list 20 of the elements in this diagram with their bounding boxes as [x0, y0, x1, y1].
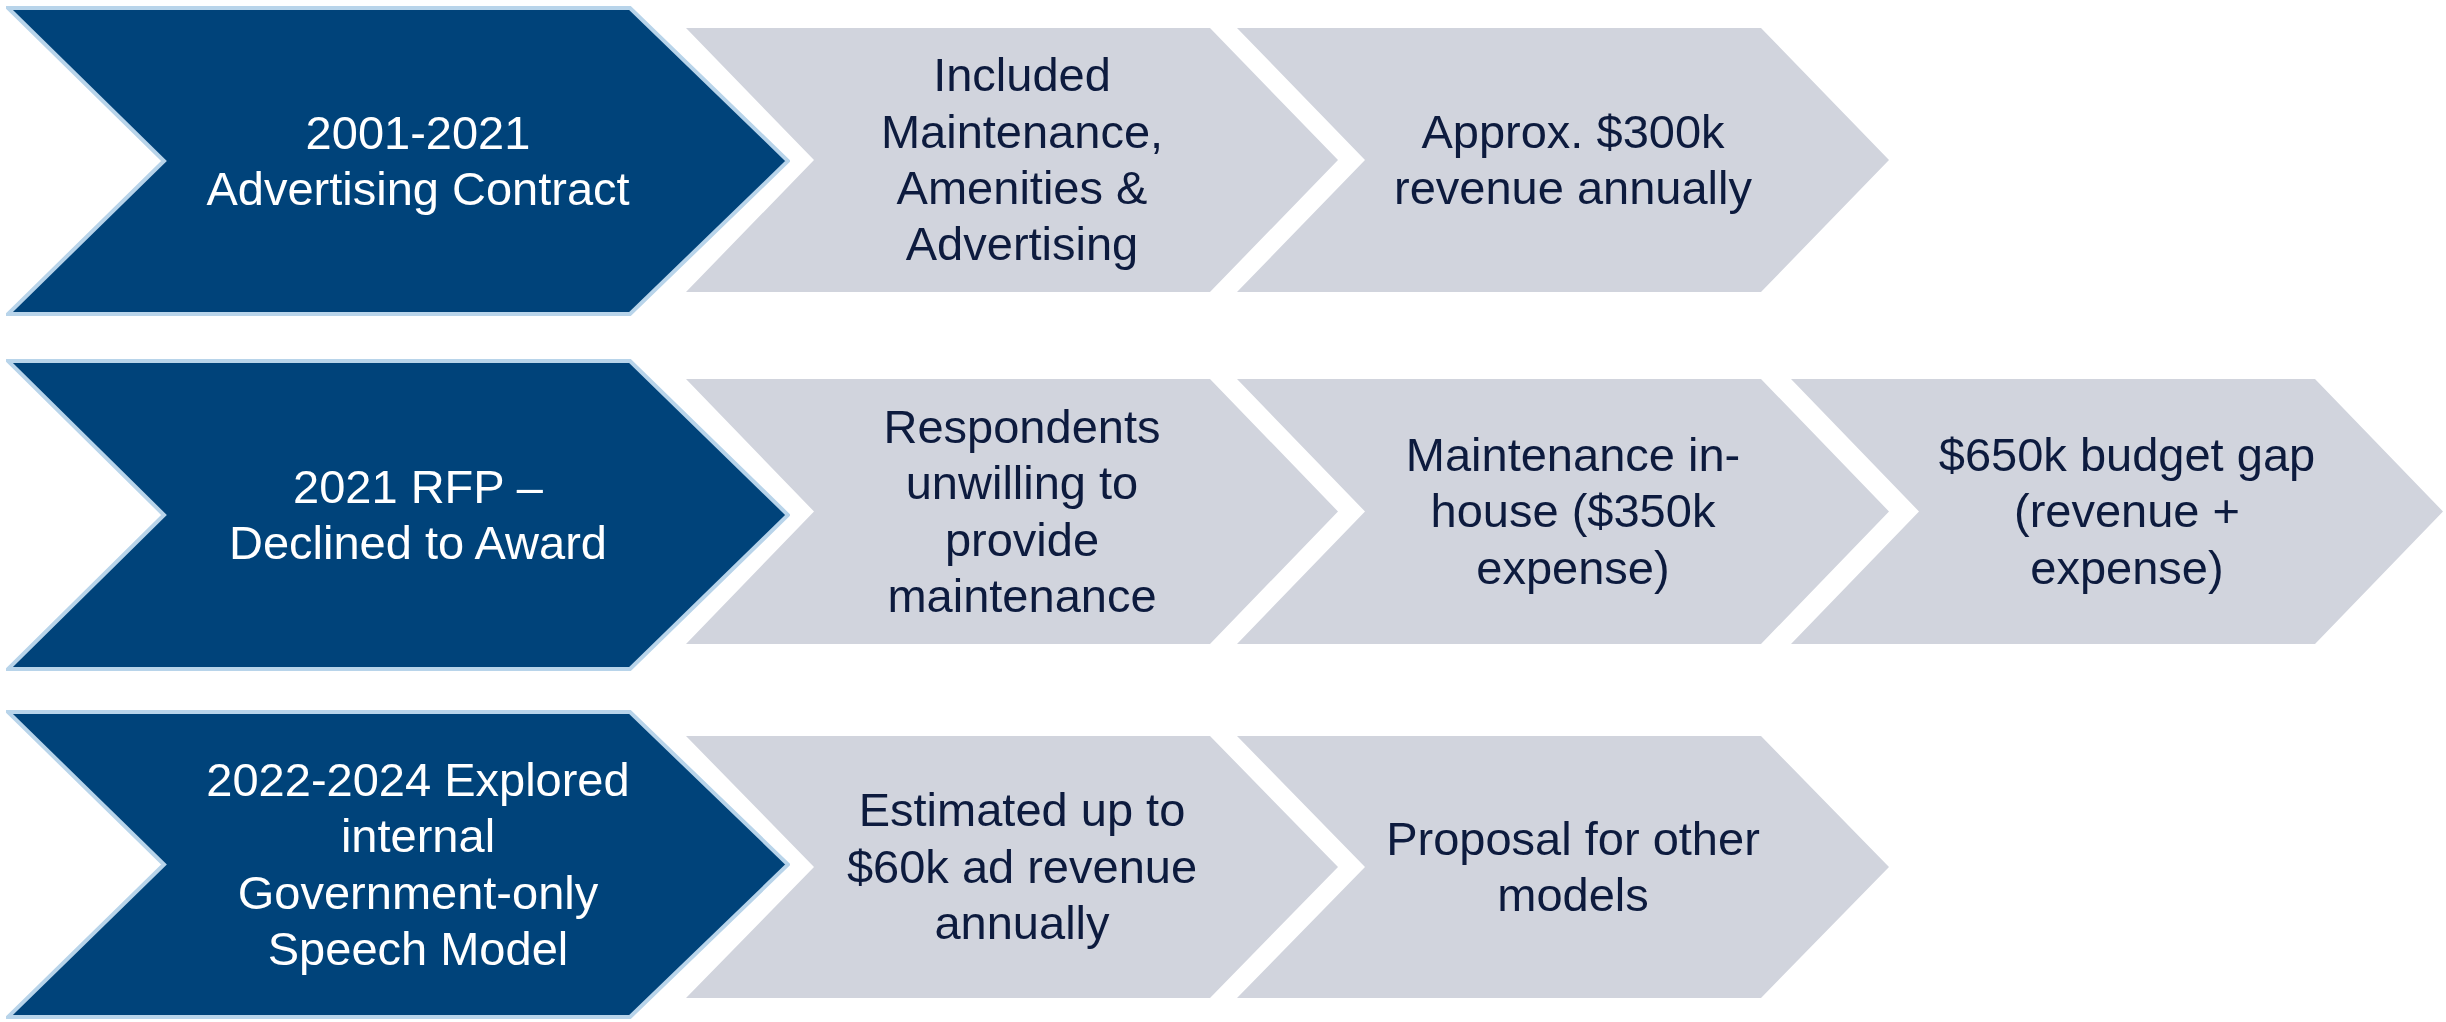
step-text: 2001-2021 Advertising Contract [205, 104, 631, 217]
chevron-step [686, 28, 1338, 292]
step-text: Included Maintenance, Amenities & Advertising [879, 47, 1165, 273]
step-text: 2021 RFP – Declined to Award [228, 458, 608, 571]
chevron-step [6, 6, 790, 316]
step-text: Approx. $300k revenue annually [1393, 103, 1753, 216]
chevron-step [1237, 379, 1889, 644]
step-text: 2022-2024 Explored internal Government-only Speech Model [205, 751, 631, 977]
chevron-step [686, 736, 1338, 998]
chevron-step [6, 359, 790, 671]
chevron-step [686, 379, 1338, 644]
step-text: $650k budget gap (revenue + expense) [1937, 426, 2317, 596]
chevron-step [1791, 379, 2443, 644]
step-text: Proposal for other models [1385, 810, 1761, 923]
step-text: Respondents unwilling to provide maintenance [882, 398, 1162, 624]
chevron-step [1237, 28, 1889, 292]
chevron-step [6, 710, 790, 1019]
step-text: Maintenance in-house ($350k expense) [1404, 426, 1742, 596]
chevron-step [1237, 736, 1889, 998]
step-text: Estimated up to $60k ad revenue annually [845, 782, 1199, 952]
